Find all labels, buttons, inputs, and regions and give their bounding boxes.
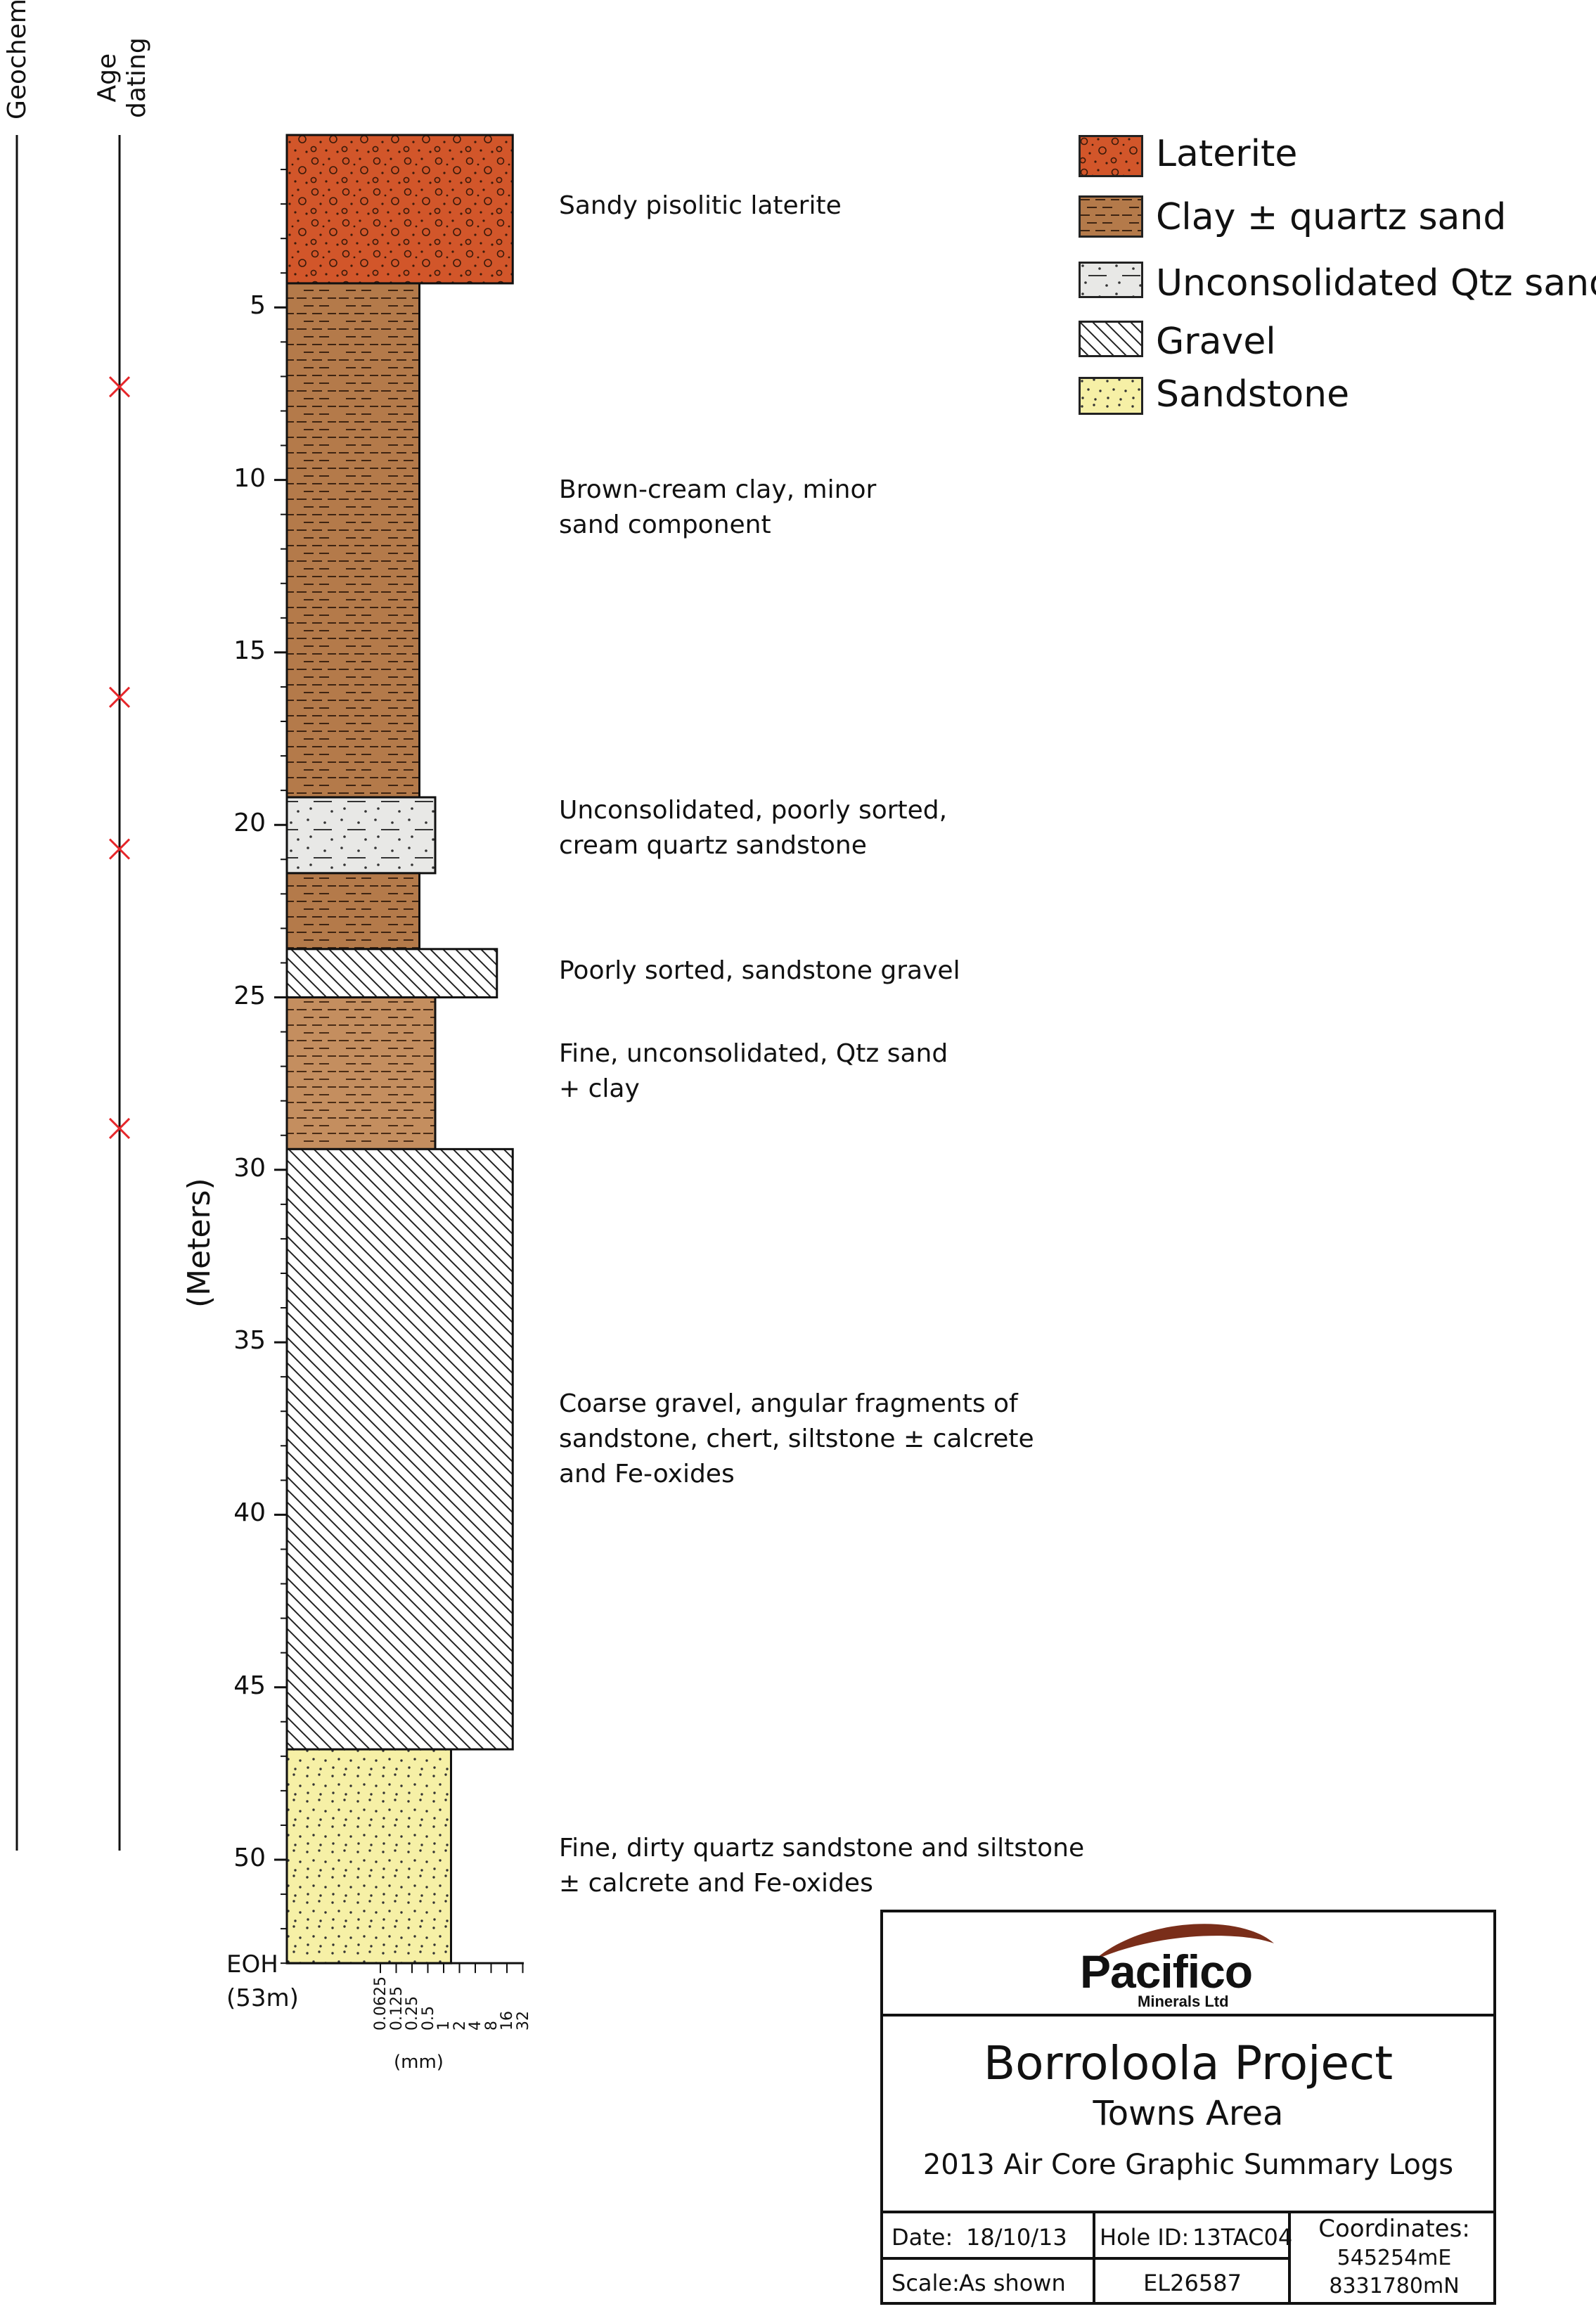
- grain-size-tick-label: 1: [435, 2021, 453, 2031]
- description-line: Coarse gravel, angular fragments of: [559, 1389, 1018, 1418]
- legend-swatch-clay: [1079, 195, 1143, 238]
- marker-stroke: [108, 376, 131, 398]
- tenement-value: EL26587: [1143, 2270, 1242, 2296]
- eoh-depth-label: (53m): [226, 1984, 299, 2012]
- depth-tick-label: 50: [233, 1844, 266, 1872]
- lithology-unit-2: [285, 282, 420, 799]
- legend-swatch-fill: [1079, 321, 1143, 357]
- depth-tick-label: 45: [233, 1671, 266, 1700]
- unit-description-3: Unconsolidated, poorly sorted, cream quar…: [559, 793, 947, 863]
- unit-description-5: Poorly sorted, sandstone gravel: [559, 953, 960, 989]
- depth-tick-label: 5: [250, 291, 266, 321]
- depth-tick-label: 15: [233, 636, 266, 665]
- company-logo: [1094, 1924, 1274, 1960]
- company-subname: Minerals Ltd: [1138, 1993, 1229, 2010]
- hole-id-label: Hole ID:: [1100, 2224, 1190, 2251]
- legend-swatch-qtz_sand: [1079, 262, 1143, 298]
- grain-size-tick-label: 16: [498, 2011, 516, 2031]
- grain-size-tick-label: 0.125: [387, 1986, 406, 2031]
- legend-swatch-fill: [1079, 195, 1143, 238]
- unit-description-6: Fine, unconsolidated, Qtz sand + clay: [559, 1036, 948, 1107]
- grain-size-tick-label: 32: [514, 2011, 532, 2031]
- age-dating-sample-marker-4: [108, 1117, 131, 1139]
- grain-size-tick-label: 0.25: [404, 1996, 421, 2031]
- legend-swatch-fill: [1079, 377, 1143, 415]
- unit-description-7: Coarse gravel, angular fragments of sands…: [559, 1387, 1034, 1492]
- area-title: Towns Area: [1093, 2094, 1284, 2133]
- legend-label-clay: Clay ± quartz sand: [1156, 196, 1507, 238]
- depth-tick-label: 20: [233, 809, 266, 838]
- description-line: Sandy pisolitic laterite: [559, 191, 842, 220]
- marker-stroke: [108, 1117, 131, 1139]
- depth-tick-label: 30: [233, 1153, 266, 1183]
- legend-label-laterite: Laterite: [1156, 133, 1298, 175]
- description-line: + clay: [559, 1074, 640, 1103]
- legend-label-sandstone: Sandstone: [1156, 373, 1350, 416]
- hole-id-value: 13TAC04: [1192, 2224, 1293, 2251]
- legend-label-gravel: Gravel: [1156, 321, 1276, 363]
- eoh-label: EOH: [226, 1950, 278, 1979]
- grain-size-unit: (mm): [394, 2052, 444, 2073]
- northing-value: 8331780mN: [1329, 2274, 1460, 2298]
- description-line: sand component: [559, 510, 771, 539]
- legend-swatch-fill: [1079, 262, 1143, 298]
- lithology-unit-3: [285, 796, 437, 875]
- easting-value: 545254mE: [1337, 2246, 1452, 2270]
- lithology-unit-7: [285, 1147, 514, 1751]
- coordinates-label: Coordinates:: [1318, 2215, 1470, 2243]
- log-subtitle: 2013 Air Core Graphic Summary Logs: [922, 2149, 1454, 2181]
- scale-value: As shown: [959, 2270, 1066, 2296]
- legend-swatch-laterite: [1079, 135, 1143, 177]
- title-divider-v2: [1288, 2211, 1291, 2305]
- title-divider-v1: [1093, 2211, 1095, 2305]
- legend-swatch-fill: [1079, 135, 1143, 177]
- description-line: Poorly sorted, sandstone gravel: [559, 956, 960, 985]
- title-divider-3: [883, 2257, 1289, 2260]
- marker-stroke: [108, 686, 131, 708]
- company-name: Pacifico: [1080, 1945, 1253, 1998]
- lithology-unit-1: [285, 134, 514, 285]
- description-line: cream quartz sandstone: [559, 831, 867, 860]
- description-line: ± calcrete and Fe-oxides: [559, 1869, 873, 1898]
- title-block: Pacifico Minerals Ltd Borroloola Project…: [880, 1910, 1496, 2305]
- project-title: Borroloola Project: [983, 2036, 1394, 2090]
- grain-size-tick-label: 0.5: [419, 2006, 437, 2031]
- legend-label-qtz_sand: Unconsolidated Qtz sand: [1156, 262, 1596, 304]
- lithology-unit-8: [285, 1748, 452, 1964]
- description-line: Unconsolidated, poorly sorted,: [559, 796, 948, 825]
- age-dating-sample-marker-1: [108, 376, 131, 398]
- description-line: sandstone, chert, siltstone ± calcrete: [559, 1424, 1034, 1453]
- legend-swatch-sandstone: [1079, 377, 1143, 415]
- title-divider-1: [883, 2014, 1493, 2017]
- depth-tick-label: 35: [233, 1326, 266, 1356]
- age-dating-sample-marker-2: [108, 686, 131, 708]
- date-label: Date:: [892, 2224, 953, 2251]
- lithology-unit-5: [285, 948, 498, 999]
- description-line: and Fe-oxides: [559, 1460, 735, 1488]
- grain-size-tick-label: 2: [451, 2021, 469, 2031]
- lithology-unit-4: [285, 872, 420, 951]
- title-divider-2: [883, 2211, 1493, 2213]
- unit-description-2: Brown-cream clay, minor sand component: [559, 472, 876, 543]
- unit-description-1: Sandy pisolitic laterite: [559, 188, 842, 224]
- grain-size-tick-label: 4: [467, 2021, 484, 2031]
- legend-swatch-gravel: [1079, 321, 1143, 357]
- depth-tick-label: 10: [233, 463, 266, 493]
- grain-size-tick-label: 8: [482, 2021, 501, 2031]
- depth-tick-label: 25: [233, 981, 266, 1010]
- lithology-unit-6: [285, 996, 437, 1150]
- description-line: Fine, dirty quartz sandstone and siltsto…: [559, 1834, 1085, 1863]
- scale-label: Scale:: [892, 2270, 960, 2296]
- depth-tick-label: 40: [233, 1498, 266, 1528]
- description-line: Brown-cream clay, minor: [559, 475, 877, 504]
- age-dating-sample-marker-3: [108, 838, 131, 860]
- grain-size-tick-label: 0.0625: [372, 1976, 390, 2031]
- date-value: 18/10/13: [966, 2224, 1067, 2251]
- logo-swoosh: [1094, 1924, 1274, 1960]
- description-line: Fine, unconsolidated, Qtz sand: [559, 1039, 948, 1068]
- unit-description-8: Fine, dirty quartz sandstone and siltsto…: [559, 1831, 1084, 1901]
- marker-stroke: [108, 838, 131, 860]
